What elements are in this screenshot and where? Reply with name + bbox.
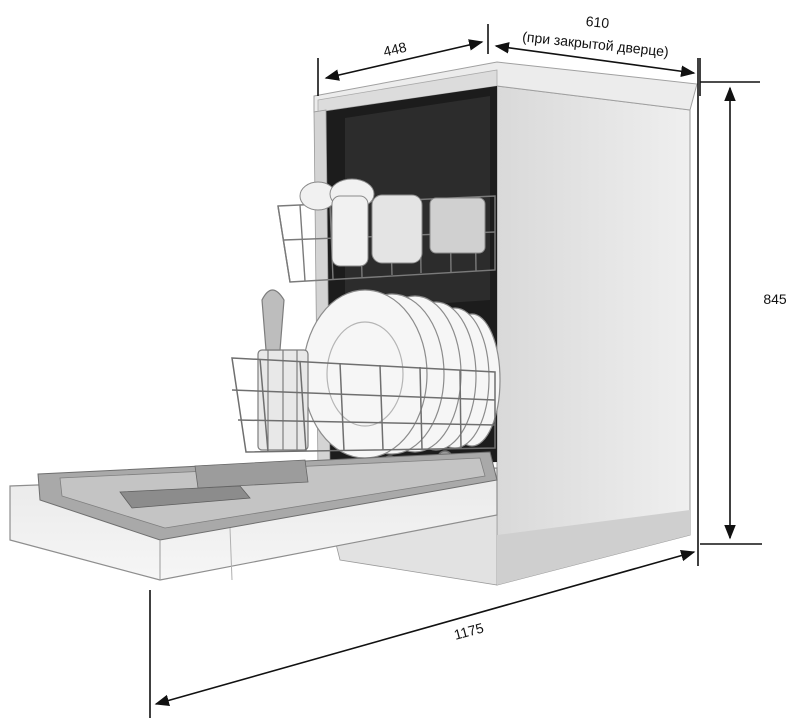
depth-note-label: (при закрытой дверце)	[522, 28, 670, 59]
lower-plates	[302, 289, 501, 459]
dimension-lines	[149, 24, 762, 718]
upper-dishes	[299, 178, 486, 267]
cutlery-basket	[257, 289, 309, 451]
depth-label: 610	[585, 13, 610, 31]
depth-arrow	[494, 42, 696, 77]
height-label: 845	[763, 291, 787, 307]
side-panel	[496, 85, 691, 586]
open-door	[9, 451, 498, 581]
door-depth-arrow	[154, 549, 696, 707]
width-label: 448	[382, 39, 409, 60]
width-arrow	[324, 39, 484, 81]
dishwasher-illustration	[9, 61, 698, 586]
door-depth-label: 1175	[452, 619, 485, 642]
